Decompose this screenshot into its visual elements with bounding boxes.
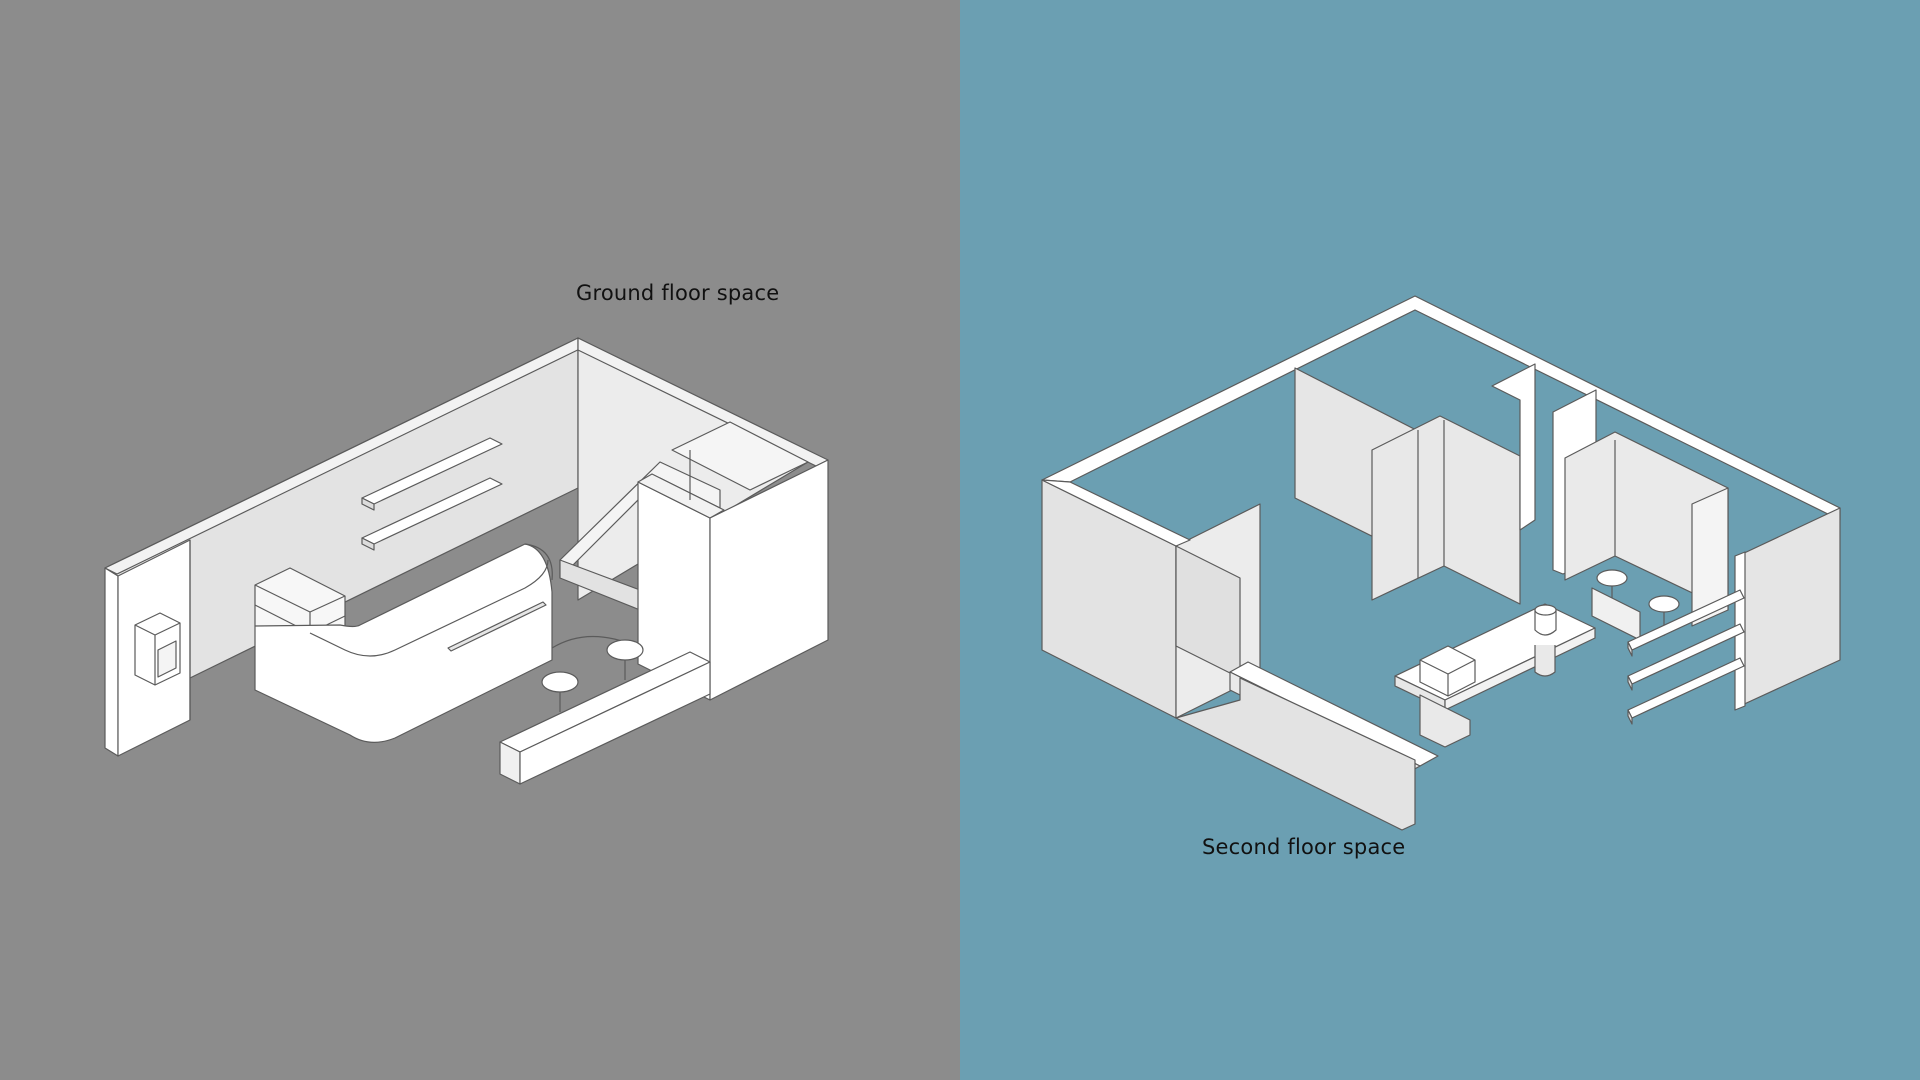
second-floor-panel [960,0,1920,1080]
ground-end-wall [104,567,119,757]
ground-stool-2 [606,639,644,661]
second-floor-label: Second floor space [1202,835,1406,859]
ground-stool-1 [541,671,579,693]
ground-floor-drawing [104,337,829,785]
ground-floor-label: Ground floor space [576,281,780,305]
ground-reception-counter [254,543,553,743]
ground-partition-side [709,459,829,701]
